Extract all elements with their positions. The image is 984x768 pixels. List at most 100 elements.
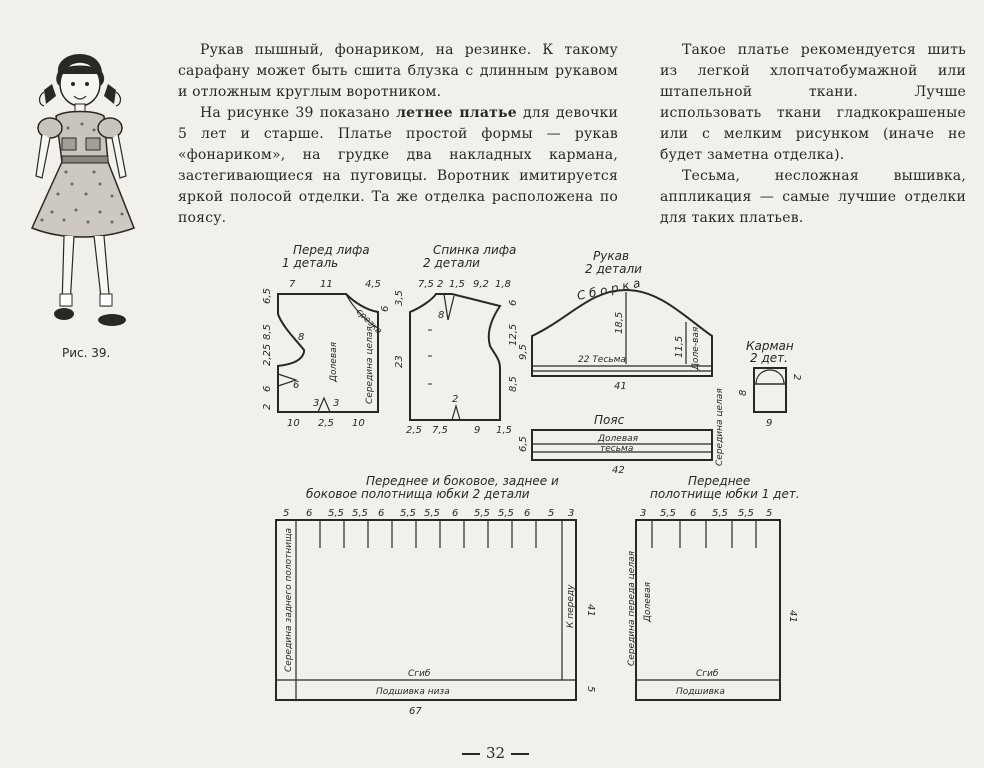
svg-text:5,5: 5,5 [474,508,490,519]
svg-text:41: 41 [585,604,596,617]
svg-text:2,5: 2,5 [318,418,334,429]
svg-text:22 Тесьма: 22 Тесьма [578,355,626,365]
paragraph: Тесьма, несложная вышивка, аппликация — … [660,168,966,226]
svg-text:Переднее: Переднее [688,474,750,488]
svg-text:8,5: 8,5 [262,324,273,340]
svg-text:2,25: 2,25 [262,344,273,366]
svg-text:Спинка лифа: Спинка лифа [433,243,516,257]
skirt-front-piece: Переднее полотнище юбки 1 дет. 3 5,5 6 5… [627,474,800,701]
svg-text:7,5: 7,5 [418,279,434,290]
svg-text:5,5: 5,5 [328,508,344,519]
belt-piece: Пояс Долевая тесьма 6,5 Середина целая 4… [518,388,725,476]
svg-text:Подшивка: Подшивка [676,687,725,697]
svg-text:41: 41 [614,381,627,392]
svg-text:6: 6 [524,508,530,519]
svg-text:5: 5 [766,508,772,519]
svg-text:Пояс: Пояс [594,413,625,427]
svg-text:6: 6 [452,508,458,519]
svg-text:5,5: 5,5 [424,508,440,519]
svg-text:8: 8 [438,310,444,321]
svg-text:2: 2 [791,374,802,380]
svg-text:Середина целая: Середина целая [715,388,725,466]
paragraph: Рукав пышный, фонариком, на резинке. К т… [178,42,618,100]
svg-text:2,5: 2,5 [406,425,422,436]
svg-text:Середина целая: Середина целая [365,326,375,404]
svg-text:42: 42 [612,465,625,476]
svg-text:Середина заднего полотнища: Середина заднего полотнища [284,528,294,672]
svg-text:6: 6 [690,508,696,519]
svg-text:Долевая: Долевая [643,581,653,623]
figure-caption: Рис. 39. [62,346,111,360]
svg-text:2 дет.: 2 дет. [750,351,788,365]
svg-text:боковое полотнища юбки 2 дета: боковое полотнища юбки 2 детали [306,487,530,501]
svg-text:5,5: 5,5 [498,508,514,519]
paragraph: На рисунке 39 показано летнее платье для… [178,105,619,226]
svg-text:тесьма: тесьма [600,444,633,454]
pocket-piece: Карман 2 дет. 2 8 9 [738,339,802,429]
svg-text:2: 2 [452,394,458,405]
svg-text:5,5: 5,5 [400,508,416,519]
svg-text:5: 5 [548,508,554,519]
svg-text:11,5: 11,5 [674,336,685,358]
svg-text:Карман: Карман [746,339,794,353]
skirt-back-side-piece: Переднее и боковое, заднее и боковое пол… [275,474,596,717]
svg-text:8,5: 8,5 [508,376,519,392]
bold-phrase: летнее платье [396,105,517,121]
svg-text:6: 6 [306,508,312,519]
svg-text:3,5: 3,5 [394,290,405,306]
girl-illustration [30,53,135,326]
svg-text:11: 11 [320,279,333,290]
svg-text:3: 3 [313,398,319,409]
svg-text:8: 8 [738,390,749,396]
svg-text:12,5: 12,5 [508,324,519,346]
text-column-middle: Рукав пышный, фонариком, на резинке. К т… [178,40,618,229]
svg-text:3: 3 [568,508,574,519]
svg-text:3: 3 [640,508,646,519]
svg-text:Сгиб: Сгиб [696,669,719,679]
text-column-right: Такое платье рекомендуется шить из легко… [660,40,966,229]
svg-text:К переду: К переду [566,584,576,628]
svg-text:9: 9 [474,425,480,436]
svg-text:Рукав: Рукав [593,249,629,263]
svg-text:4,5: 4,5 [365,279,381,290]
svg-text:6,5: 6,5 [262,288,273,304]
back-bodice-piece: Спинка лифа 2 детали 7,5 2 1,5 9,2 1,8 3… [394,243,519,436]
svg-text:5: 5 [585,686,596,692]
svg-text:1,8: 1,8 [495,279,511,290]
svg-text:7,5: 7,5 [432,425,448,436]
svg-text:5: 5 [283,508,289,519]
svg-text:6: 6 [380,306,391,312]
svg-text:6: 6 [508,300,519,306]
svg-text:Доле-вая: Доле-вая [691,326,701,371]
svg-text:Сгиб: Сгиб [408,669,431,679]
page-number: 32 [456,744,535,762]
svg-text:1,5: 1,5 [496,425,512,436]
svg-text:7: 7 [289,279,296,290]
svg-text:Переднее и боковое, заднее и: Переднее и боковое, заднее и [366,474,559,488]
svg-text:1,5: 1,5 [449,279,465,290]
svg-text:9,2: 9,2 [473,279,489,290]
svg-text:полотнище юбки 1 дет.: полотнище юбки 1 дет. [650,487,800,501]
paragraph: Такое платье рекомендуется шить из легко… [660,42,966,163]
svg-text:Перед лифа: Перед лифа [293,243,370,257]
svg-text:3: 3 [333,398,339,409]
svg-text:67: 67 [409,706,422,717]
front-bodice-piece: Перед лифа 1 деталь 7 11 4,5 6,5 8,5 2,2… [262,243,391,429]
svg-text:Середина переда целая: Середина переда целая [627,550,637,666]
svg-text:1 деталь: 1 деталь [282,256,338,270]
svg-text:23: 23 [394,355,405,368]
svg-text:6: 6 [293,380,299,391]
svg-text:6: 6 [378,508,384,519]
svg-text:9,5: 9,5 [518,344,529,360]
svg-text:Подшивка низа: Подшивка низа [376,687,450,697]
svg-text:10: 10 [352,418,365,429]
svg-text:8: 8 [298,332,304,343]
svg-text:5,5: 5,5 [352,508,368,519]
svg-text:5,5: 5,5 [712,508,728,519]
svg-text:18,5: 18,5 [614,312,625,334]
svg-text:9: 9 [766,418,772,429]
sleeve-piece: Рукав 2 детали С б о р к а 18,5 9,5 11,5… [518,249,713,392]
svg-text:5,5: 5,5 [660,508,676,519]
